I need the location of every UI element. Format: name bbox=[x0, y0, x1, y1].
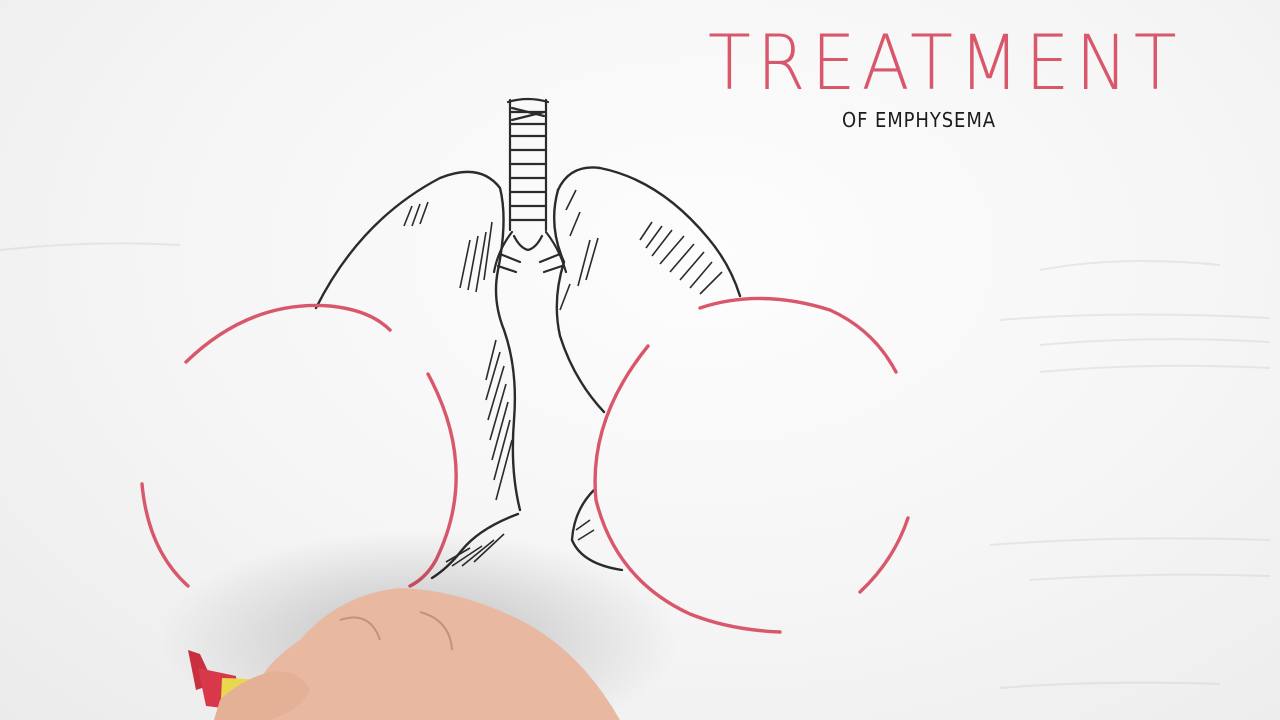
trachea-icon bbox=[492, 97, 568, 274]
right-lung-outline bbox=[553, 166, 742, 572]
ghost-lines bbox=[0, 242, 1271, 689]
right-lung-shading bbox=[559, 189, 723, 541]
page-subtitle: OF EMPHYSEMA bbox=[842, 108, 996, 132]
hand-holding-marker-icon bbox=[188, 588, 620, 720]
page-title: TREATMENT bbox=[708, 18, 1183, 108]
left-lung-outline bbox=[314, 170, 522, 580]
left-lung-shading bbox=[403, 201, 513, 567]
right-hyperinflation-circle bbox=[593, 296, 910, 634]
